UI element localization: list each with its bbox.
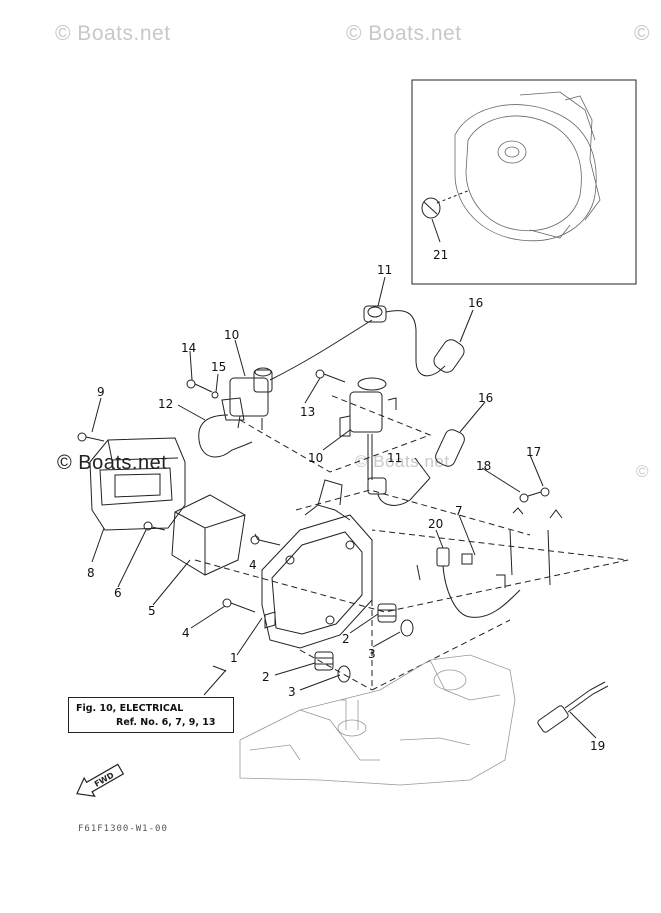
watermark: © Boats.net — [55, 22, 171, 45]
callout-4-lower: 4 — [182, 626, 190, 640]
sensor-19 — [537, 681, 609, 733]
bolt-14 — [186, 379, 213, 393]
watermark: © Boats.net — [355, 452, 450, 471]
ht-cord-11 — [269, 319, 373, 381]
callout-5: 5 — [148, 604, 156, 618]
boot-11 — [363, 305, 387, 323]
cord-11-lower — [367, 477, 431, 506]
callout-10-upper: 10 — [224, 328, 240, 342]
watermark: © Boats.net — [346, 22, 462, 45]
wire-harness-7 — [416, 529, 551, 618]
watermark: © — [634, 22, 650, 45]
reference-box-title: Fig. 10, ELECTRICAL — [76, 703, 184, 714]
collar-3-lower — [337, 665, 351, 683]
bolt-13 — [315, 369, 346, 383]
bolt-9 — [77, 432, 105, 442]
washer-15 — [211, 391, 219, 399]
callout-18: 18 — [476, 459, 492, 473]
leader-lines — [91, 276, 597, 739]
grommet-2-lower — [314, 651, 334, 671]
ignition-coil-lower — [339, 377, 397, 480]
reference-lines — [194, 394, 629, 691]
callout-11-upper: 11 — [377, 263, 393, 277]
callout-16-lower: 16 — [478, 391, 494, 405]
bracket-8 — [89, 437, 186, 531]
callout-21: 21 — [433, 248, 449, 262]
drawing-code: F61F1300-W1-00 — [78, 824, 168, 834]
callout-12: 12 — [158, 397, 174, 411]
collar-3-upper — [400, 619, 414, 637]
callout-13: 13 — [300, 405, 316, 419]
fig-ref-arrow — [212, 665, 227, 672]
inset-frame — [411, 79, 637, 285]
callout-10-lower: 10 — [308, 451, 324, 465]
flywheel-cover-inset — [454, 91, 601, 242]
grommet-2-upper — [377, 603, 397, 623]
plug-cap-16-upper — [433, 339, 465, 373]
bolt-17 — [527, 487, 550, 497]
screw-6 — [143, 521, 166, 531]
washer-18 — [519, 493, 529, 503]
callout-7: 7 — [455, 504, 463, 518]
callout-8: 8 — [87, 566, 95, 580]
callout-14: 14 — [181, 341, 197, 355]
plug-21 — [421, 197, 441, 219]
plug-cap-16-lower — [435, 429, 465, 467]
terminal-arrows — [512, 507, 563, 519]
watermark: © — [636, 462, 650, 481]
callout-9: 9 — [97, 385, 105, 399]
callout-19: 19 — [590, 739, 606, 753]
reference-box-refs: Ref. No. 6, 7, 9, 13 — [116, 717, 216, 728]
figure-reference-box: Fig. 10, ELECTRICAL Ref. No. 6, 7, 9, 13 — [68, 697, 234, 733]
callout-3-lower: 3 — [288, 685, 296, 699]
callout-2-upper: 2 — [342, 632, 350, 646]
callout-20: 20 — [428, 517, 444, 531]
lead-wire-12 — [198, 414, 246, 458]
callout-11-lower: 11 — [387, 451, 403, 465]
forward-arrow-icon: FWD — [76, 763, 125, 797]
callout-6: 6 — [114, 586, 122, 600]
engine-block — [239, 654, 516, 786]
callout-1: 1 — [230, 651, 238, 665]
callout-3-upper: 3 — [368, 647, 376, 661]
callout-4-upper: 4 — [249, 558, 257, 572]
callout-15: 15 — [211, 360, 227, 374]
callout-16-upper: 16 — [468, 296, 484, 310]
bolt-4-upper — [250, 535, 281, 546]
callout-2-lower: 2 — [262, 670, 270, 684]
cdi-unit-5 — [171, 494, 246, 576]
ignition-coil-upper — [221, 367, 273, 430]
callout-17: 17 — [526, 445, 542, 459]
bolt-4-lower — [222, 598, 256, 613]
base-plate-1 — [261, 479, 373, 649]
ht-cord-upper — [385, 310, 446, 377]
